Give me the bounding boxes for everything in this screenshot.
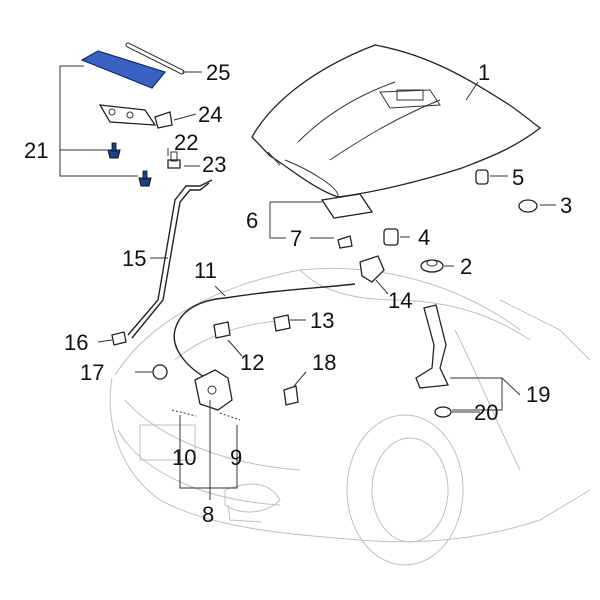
clip-7 xyxy=(337,235,353,249)
callout-1: 1 xyxy=(478,60,490,85)
clip-18 xyxy=(283,385,299,406)
hood-support-rod xyxy=(127,179,213,339)
callout-20: 20 xyxy=(474,400,498,425)
clip-12 xyxy=(213,321,231,339)
callout-25: 25 xyxy=(206,60,230,85)
bumper-3 xyxy=(518,199,538,213)
callout-23: 23 xyxy=(202,152,226,177)
callout-9: 9 xyxy=(230,445,242,470)
callout-24: 24 xyxy=(198,102,222,127)
hood xyxy=(251,44,542,198)
leader-lines xyxy=(59,65,556,500)
callout-18: 18 xyxy=(312,350,336,375)
callout-19: 19 xyxy=(526,382,550,407)
highlighted-part-25 xyxy=(80,50,167,89)
callout-11: 11 xyxy=(194,258,217,283)
callout-10: 10 xyxy=(172,445,196,470)
cushion-5 xyxy=(475,169,489,185)
callout-17: 17 xyxy=(80,360,104,385)
grommet-17 xyxy=(152,364,168,380)
callout-5: 5 xyxy=(512,165,524,190)
callout-22: 22 xyxy=(174,130,198,155)
hood-hinge xyxy=(415,304,449,389)
hood-release-cable xyxy=(173,283,356,381)
clip-24 xyxy=(154,111,173,129)
callout-3: 3 xyxy=(560,193,572,218)
lock-spring-9 xyxy=(219,412,241,421)
callout-12: 12 xyxy=(240,350,264,375)
callout-16: 16 xyxy=(64,330,88,355)
callout-4: 4 xyxy=(418,225,430,250)
bushing-2 xyxy=(420,259,444,273)
bolt-21-lower xyxy=(138,170,152,187)
callout-8: 8 xyxy=(202,502,214,527)
callout-13: 13 xyxy=(310,308,334,333)
lock-spring-10 xyxy=(171,409,197,417)
grommet-16 xyxy=(111,331,127,346)
cushion-4 xyxy=(383,228,399,246)
callout-6: 6 xyxy=(246,208,258,233)
callout-7: 7 xyxy=(290,226,302,251)
bumper-20 xyxy=(434,406,452,418)
hood-support-bracket xyxy=(98,104,157,126)
hood-insulator-pad xyxy=(80,42,185,89)
callout-14: 14 xyxy=(388,288,412,313)
bolt-23 xyxy=(167,151,181,169)
car-body-outline xyxy=(109,267,591,566)
callout-labels: 1 2 3 4 5 6 7 8 9 10 11 12 13 14 15 16 1… xyxy=(24,60,572,527)
callout-21: 21 xyxy=(24,138,48,163)
callout-15: 15 xyxy=(122,246,146,271)
bolt-21-upper xyxy=(107,142,121,159)
clip-13 xyxy=(273,314,291,332)
release-lever xyxy=(359,255,385,283)
scoop-6 xyxy=(320,193,374,219)
callout-2: 2 xyxy=(460,254,472,279)
hood-lock xyxy=(194,369,233,411)
